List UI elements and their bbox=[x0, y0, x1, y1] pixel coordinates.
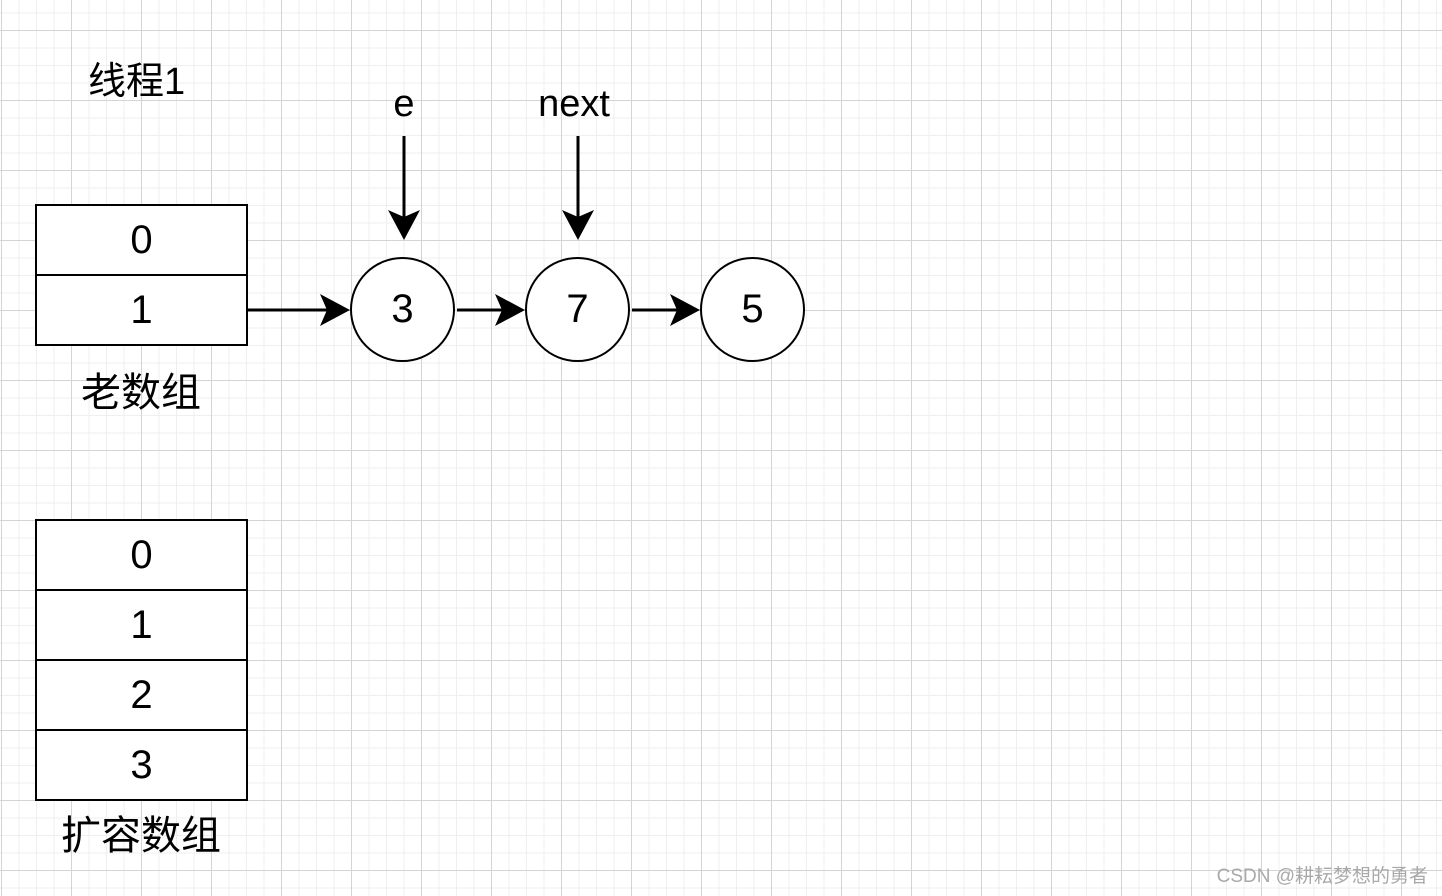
new-array: 0 1 2 3 bbox=[35, 519, 248, 801]
new-array-cell-1: 1 bbox=[37, 589, 246, 659]
new-array-cell-0: 0 bbox=[130, 532, 153, 577]
list-node-3: 3 bbox=[350, 257, 455, 362]
old-array: 0 1 bbox=[35, 204, 248, 346]
arrowhead-node-7-to-node-5 bbox=[670, 294, 700, 326]
new-array-cell-2: 2 bbox=[37, 659, 246, 729]
arrowhead-node-3-to-node-7 bbox=[495, 294, 525, 326]
new-array-cell-3: 3 bbox=[37, 729, 246, 799]
list-node-7: 7 bbox=[525, 257, 630, 362]
new-array-caption: 扩容数组 bbox=[61, 814, 221, 858]
arrowhead-next-pointer bbox=[562, 210, 594, 240]
old-array-cell-0: 0 bbox=[130, 217, 153, 262]
diagram-title: 线程1 bbox=[88, 61, 186, 103]
old-array-cell-1: 1 bbox=[37, 274, 246, 344]
pointer-label-e: e bbox=[393, 83, 415, 125]
arrowhead-e-pointer bbox=[388, 210, 420, 240]
list-node-5: 5 bbox=[700, 257, 805, 362]
pointer-label-next: next bbox=[538, 83, 610, 125]
arrowhead-array-to-node-3 bbox=[320, 294, 350, 326]
old-array-caption: 老数组 bbox=[81, 371, 201, 415]
watermark: CSDN @耕耘梦想的勇者 bbox=[1216, 866, 1428, 887]
